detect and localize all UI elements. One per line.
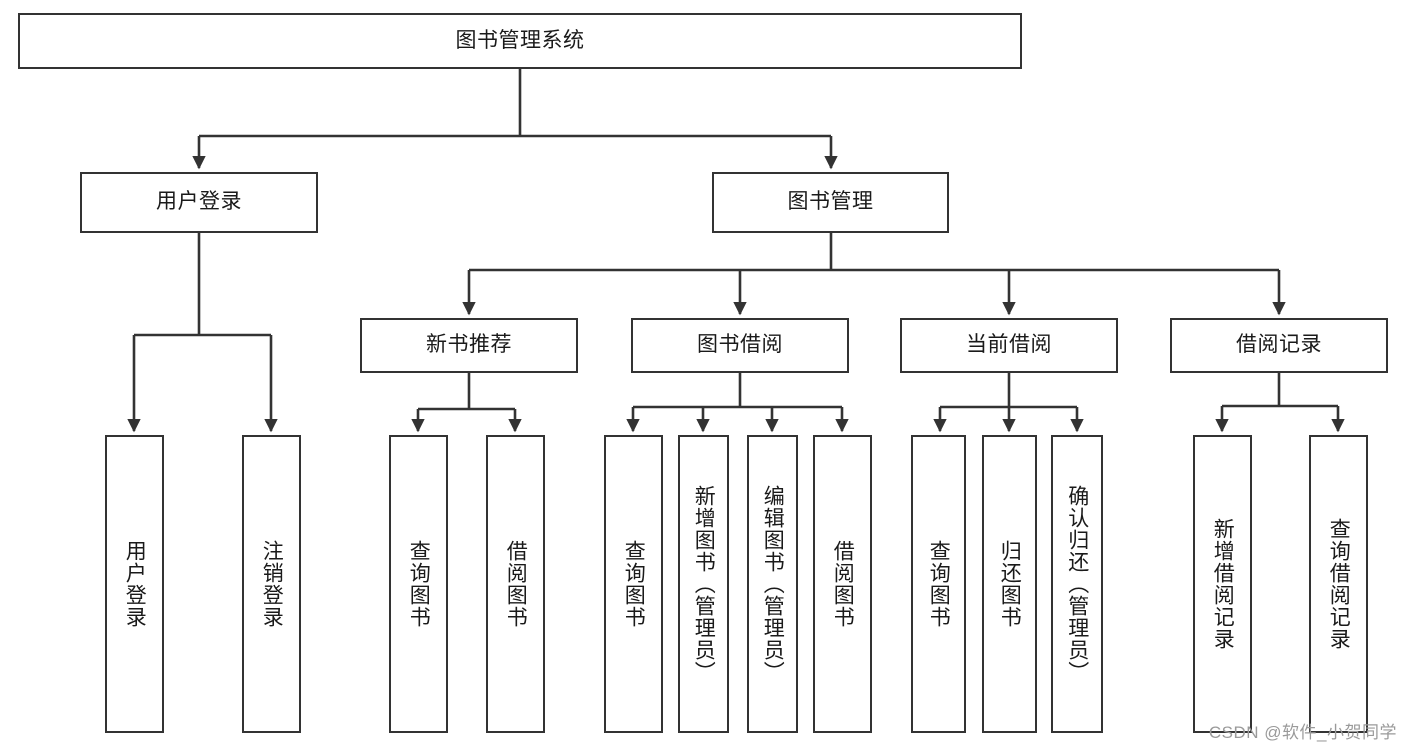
- node-label: 借阅图书: [831, 540, 855, 628]
- leaf-borrow-borrow-book[interactable]: 借阅图书: [813, 435, 872, 733]
- node-user-login[interactable]: 用户登录: [80, 172, 318, 233]
- node-label: 查询图书: [622, 540, 646, 628]
- node-label: 图书管理系统: [455, 28, 585, 52]
- leaf-record-query-record[interactable]: 查询借阅记录: [1309, 435, 1368, 733]
- leaf-borrow-add-book-admin[interactable]: 新增图书（管理员）: [678, 435, 729, 733]
- node-book-management[interactable]: 图书管理: [712, 172, 949, 233]
- leaf-user-login-logout[interactable]: 注销登录: [242, 435, 301, 733]
- node-label: 归还图书: [998, 540, 1022, 628]
- node-label: 当前借阅: [966, 333, 1052, 357]
- node-new-book-recommend[interactable]: 新书推荐: [360, 318, 578, 373]
- node-label: 编辑图书（管理员）: [761, 485, 785, 683]
- node-label: 借阅记录: [1236, 333, 1322, 357]
- leaf-borrow-query-book[interactable]: 查询图书: [604, 435, 663, 733]
- node-label: 注销登录: [260, 540, 284, 628]
- node-borrow-record[interactable]: 借阅记录: [1170, 318, 1388, 373]
- leaf-current-query-book[interactable]: 查询图书: [911, 435, 966, 733]
- node-label: 借阅图书: [504, 540, 528, 628]
- node-label: 查询图书: [927, 540, 951, 628]
- node-label: 用户登录: [156, 190, 242, 214]
- leaf-new-book-borrow[interactable]: 借阅图书: [486, 435, 545, 733]
- node-label: 新增图书（管理员）: [692, 485, 716, 683]
- node-root-book-management-system[interactable]: 图书管理系统: [18, 13, 1022, 69]
- leaf-current-return-book[interactable]: 归还图书: [982, 435, 1037, 733]
- node-label: 用户登录: [123, 540, 147, 628]
- node-label: 确认归还（管理员）: [1065, 485, 1089, 683]
- node-current-borrow[interactable]: 当前借阅: [900, 318, 1118, 373]
- node-label: 图书借阅: [697, 333, 783, 357]
- node-label: 新书推荐: [426, 333, 512, 357]
- node-label: 查询借阅记录: [1327, 518, 1351, 650]
- leaf-new-book-query[interactable]: 查询图书: [389, 435, 448, 733]
- leaf-borrow-edit-book-admin[interactable]: 编辑图书（管理员）: [747, 435, 798, 733]
- node-label: 新增借阅记录: [1211, 518, 1235, 650]
- leaf-record-add-record[interactable]: 新增借阅记录: [1193, 435, 1252, 733]
- node-label: 查询图书: [407, 540, 431, 628]
- leaf-user-login-login[interactable]: 用户登录: [105, 435, 164, 733]
- node-label: 图书管理: [787, 190, 874, 214]
- csdn-watermark: CSDN @软件_小贺同学: [1208, 723, 1397, 742]
- node-book-borrow[interactable]: 图书借阅: [631, 318, 849, 373]
- leaf-current-confirm-return-admin[interactable]: 确认归还（管理员）: [1051, 435, 1103, 733]
